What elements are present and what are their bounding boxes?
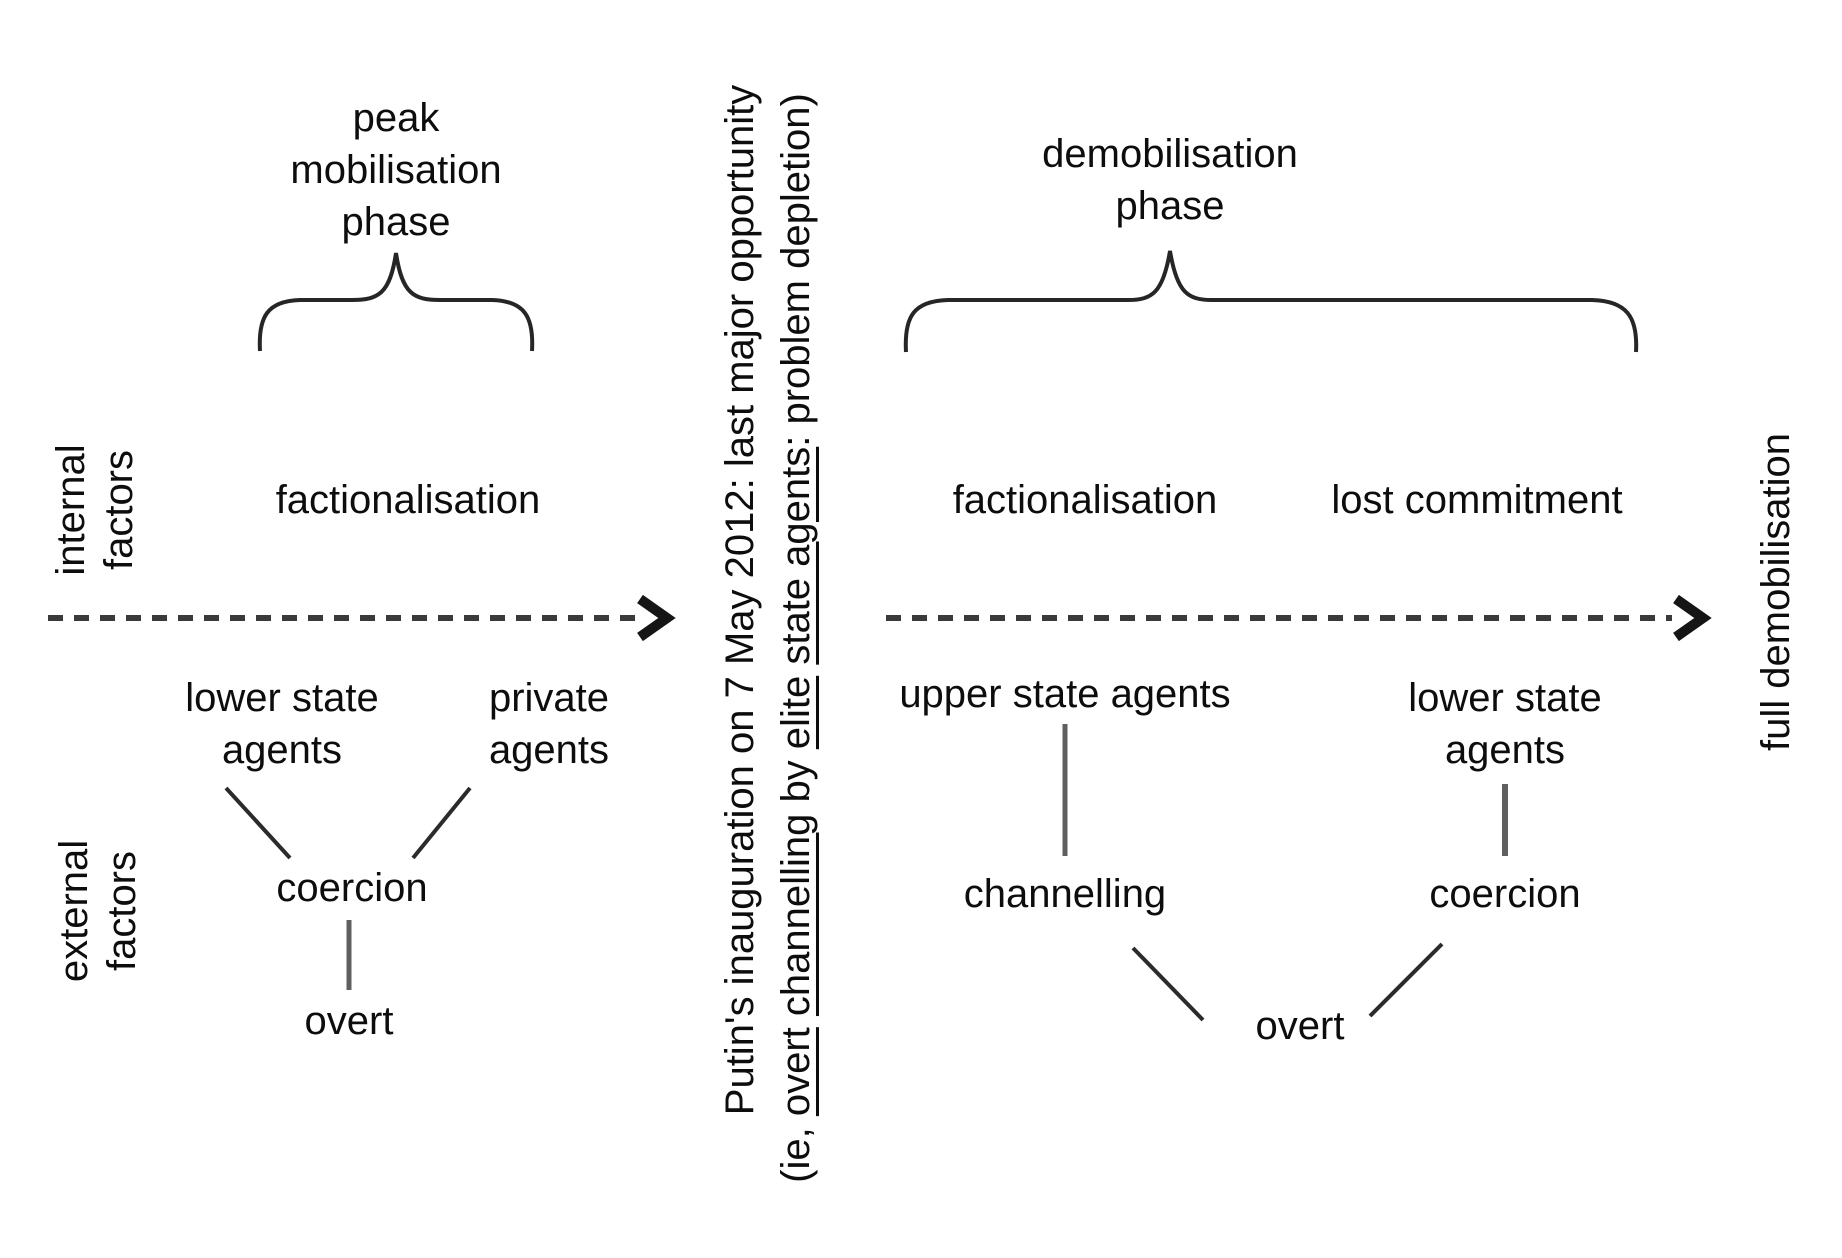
putin-inauguration-annotation-line1: Putin's inauguration on 7 May 2012: last…: [718, 84, 762, 1116]
lower-state-agents-to-coercion-line: [224, 786, 292, 860]
left-timeline-arrowhead-icon: [637, 594, 676, 642]
factionalisation-label-right: factionalisation: [952, 478, 1218, 522]
coercion-to-overt-line-right: [1368, 942, 1444, 1018]
demobilisation-phase-label: demobilisation phase: [1042, 132, 1298, 228]
lower-state-agents-label-left: lower state agents: [185, 676, 379, 772]
peak-mobilisation-phase-label: peak mobilisation phase: [290, 96, 502, 244]
overt-label-right: overt: [1255, 1004, 1345, 1048]
channelling-to-overt-line: [1131, 946, 1205, 1022]
coercion-label-left: coercion: [276, 866, 428, 910]
factionalisation-label-left: factionalisation: [275, 478, 541, 522]
external-factors-axis-label: external factors: [52, 839, 144, 983]
right-timeline-arrowhead-icon: [1673, 594, 1712, 642]
peak-mobilisation-brace: [257, 252, 535, 352]
putin-inauguration-annotation-line2: (ie, overt channelling by elite state ag…: [774, 93, 818, 1183]
lost-commitment-label: lost commitment: [1331, 478, 1623, 522]
lower-state-agents-label-right: lower state agents: [1408, 676, 1602, 772]
overt-label-left: overt: [304, 999, 394, 1043]
channelling-label: channelling: [963, 872, 1167, 916]
full-demobilisation-axis-label: full demobilisation: [1754, 433, 1798, 751]
coercion-label-right: coercion: [1429, 872, 1581, 916]
internal-factors-axis-label: internal factors: [49, 444, 141, 576]
demobilisation-brace: [903, 250, 1639, 353]
upper-state-agents-label: upper state agents: [899, 672, 1231, 716]
private-agents-to-coercion-line: [411, 786, 472, 860]
private-agents-label: private agents: [488, 676, 610, 772]
